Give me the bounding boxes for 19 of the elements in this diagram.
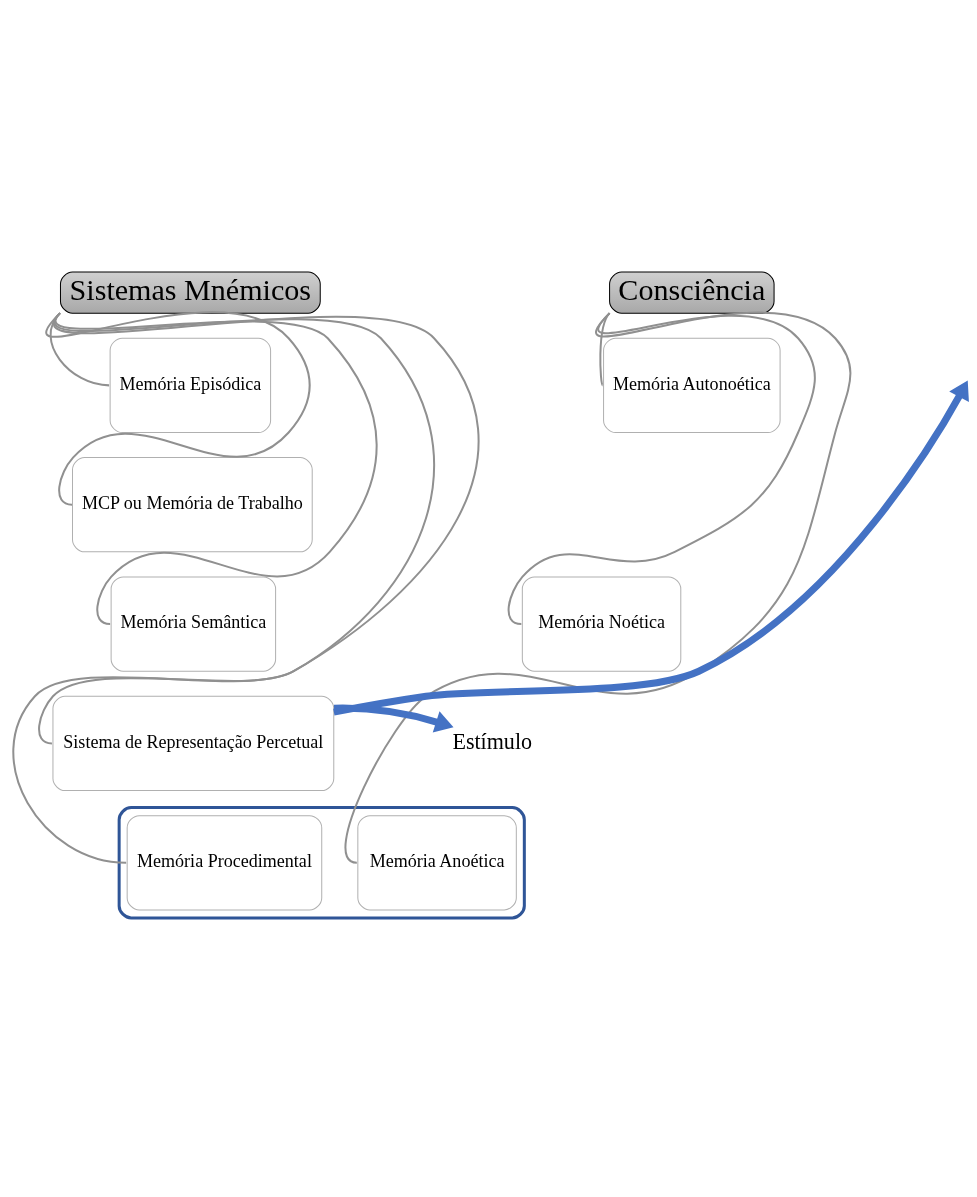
- arrow: [333, 704, 454, 732]
- cluster: [117, 805, 526, 919]
- node-box: Consciência: [608, 271, 775, 314]
- connector: [507, 312, 816, 625]
- node-box: Memória Procedimental: [126, 814, 322, 910]
- node-box: Memória Semântica: [110, 575, 276, 672]
- arrow: [332, 380, 969, 716]
- node-box: Memória Episódica: [109, 337, 271, 433]
- connector: [344, 311, 851, 864]
- node-box: Memória Autonoética: [602, 337, 781, 433]
- node-box: Memória Noética: [521, 575, 681, 672]
- connector: [46, 311, 310, 506]
- node-box: Memória Anoética: [356, 814, 517, 910]
- node-box: Sistema de Representação Percetual: [51, 695, 334, 791]
- node-text: Estímulo: [451, 728, 532, 754]
- connector: [37, 312, 435, 744]
- node-box: MCP ou Memória de Trabalho: [71, 456, 313, 552]
- connector: [12, 312, 479, 864]
- node-box: Sistemas Mnémicos: [59, 271, 321, 314]
